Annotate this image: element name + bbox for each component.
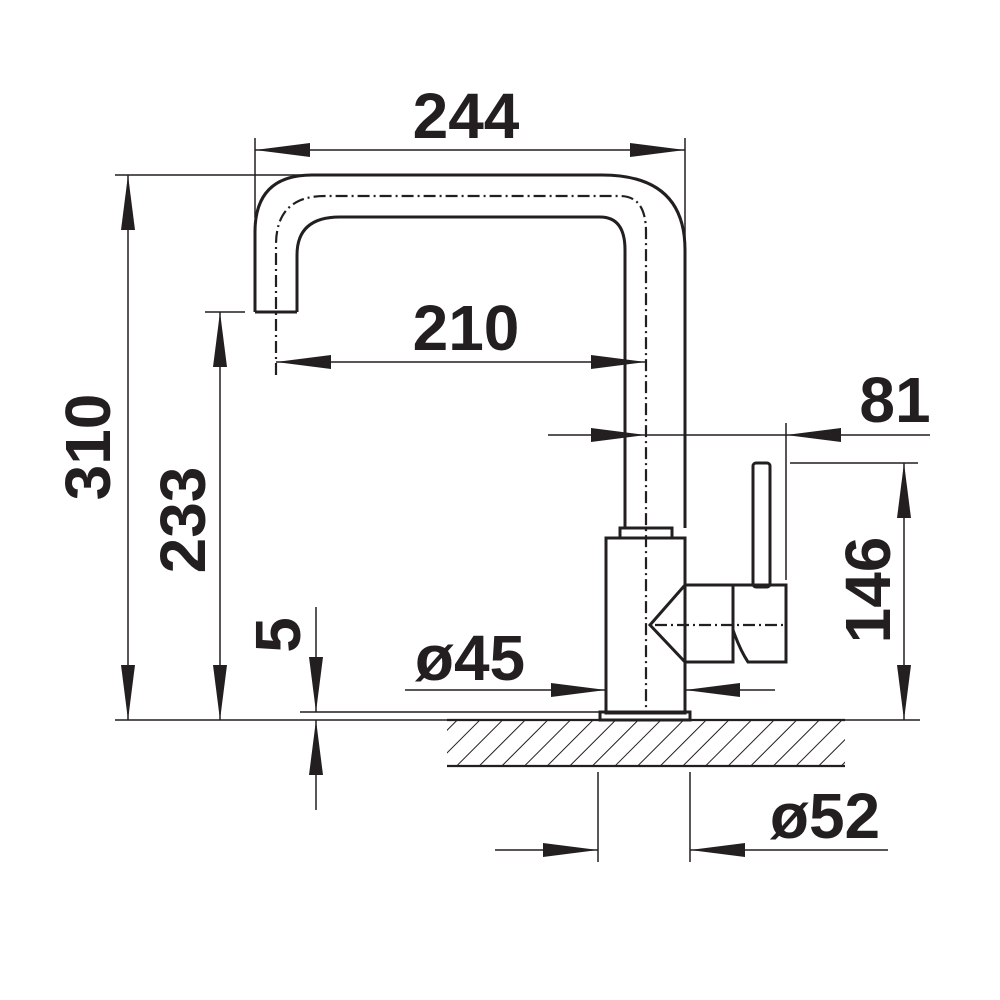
dimension-210-label: 210: [413, 292, 520, 364]
dimension-81-label: 81: [859, 364, 930, 436]
spout-tube-inner: [295, 215, 627, 528]
dimension-310-label: 310: [52, 394, 124, 501]
dimension-244-label: 244: [413, 80, 520, 152]
dimension-233: 233: [147, 311, 245, 720]
dimension-310: 310: [52, 174, 300, 720]
countertop-hatching: [447, 720, 845, 766]
dimension-81: 81: [548, 364, 931, 580]
handle-hub: [647, 583, 735, 664]
dimension-244: 244: [254, 80, 686, 250]
dimension-d45-label: ø45: [415, 622, 525, 694]
dimension-5: 5: [242, 607, 323, 810]
dimension-d52: ø52: [495, 772, 888, 862]
axis-lines: [274, 194, 785, 712]
lever: [751, 461, 772, 589]
dimension-d52-label: ø52: [770, 780, 880, 852]
lever-housing: [731, 583, 788, 664]
dimension-210: 210: [276, 292, 646, 369]
spout-axis: [274, 194, 648, 712]
spout-tube: [253, 173, 687, 528]
base-plate: [598, 710, 692, 722]
dimension-5-label: 5: [242, 617, 314, 653]
dimension-d45: ø45: [405, 622, 775, 697]
dimension-233-label: 233: [147, 467, 219, 574]
dimension-146: 146: [790, 462, 918, 720]
countertop: [115, 711, 920, 768]
dimension-146-label: 146: [832, 537, 904, 644]
